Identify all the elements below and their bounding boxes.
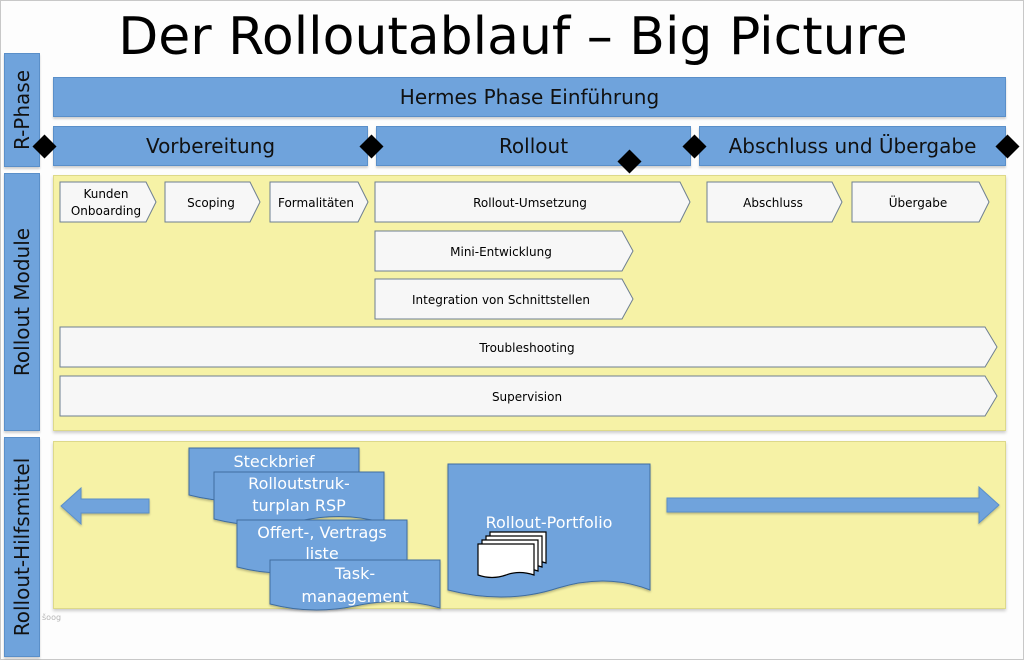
hermes-phase-label: Hermes Phase Einführung	[399, 85, 660, 109]
chevron-formalitaeten-label: Formalitäten	[278, 196, 354, 210]
chevron-rollout-umsetzung-label: Rollout-Umsetzung	[473, 196, 587, 210]
document-offert-label-2: liste	[305, 544, 338, 563]
chevron-uebergabe	[851, 181, 990, 223]
phase-rollout-label: Rollout	[498, 134, 569, 158]
sidebar-rollout-module: Rollout Module	[4, 173, 40, 431]
document-taskmanagement	[269, 559, 441, 611]
document-rsp-label-1: Rolloutstruk-	[248, 474, 350, 493]
document-task-label-2: management	[301, 587, 408, 606]
chevron-formalitaeten	[269, 181, 369, 223]
document-rsp-label-2: turplan RSP	[252, 496, 346, 515]
document-offert-label-1: Offert-, Vertrags	[257, 523, 387, 542]
chevron-kunden-onboarding-label-1: Kunden	[83, 187, 128, 201]
arrow-right-icon	[666, 485, 1000, 525]
phase-vorbereitung: Vorbereitung	[53, 126, 368, 166]
document-task-label-1: Task-	[334, 564, 375, 583]
document-portfolio-label: Rollout-Portfolio	[486, 513, 613, 532]
document-steckbrief-label: Steckbrief	[234, 452, 315, 471]
chevron-kunden-onboarding	[59, 181, 157, 223]
chevron-integration	[374, 278, 634, 320]
chevron-abschluss	[706, 181, 843, 223]
page-title: Der Rolloutablauf – Big Picture	[118, 7, 908, 67]
chevron-troubleshooting-label: Troubleshooting	[478, 341, 574, 355]
watermark: šoog	[42, 613, 62, 622]
chevron-uebergabe-label: Übergabe	[889, 194, 947, 210]
chevron-kunden-onboarding-label-2: Onboarding	[71, 204, 141, 218]
chevron-rollout-umsetzung	[374, 181, 691, 223]
phase-abschluss-label: Abschluss und Übergabe	[728, 134, 977, 158]
chevron-mini-entwicklung-label: Mini-Entwicklung	[450, 245, 552, 259]
hermes-phase-bar: Hermes Phase Einführung	[53, 77, 1006, 117]
chevron-supervision	[59, 375, 998, 417]
sidebar-rollout-hilfsmittel: Rollout-Hilfsmittel	[4, 437, 40, 657]
chevron-troubleshooting	[59, 326, 998, 368]
arrow-left-icon	[60, 486, 150, 526]
stacked-documents-icon	[477, 531, 547, 579]
chevron-supervision-label: Supervision	[492, 390, 562, 404]
chevron-scoping	[164, 181, 261, 223]
chevron-mini-entwicklung	[374, 230, 634, 272]
phase-abschluss-uebergabe: Abschluss und Übergabe	[699, 126, 1006, 166]
chevron-scoping-label: Scoping	[187, 196, 235, 210]
chevron-integration-label: Integration von Schnittstellen	[412, 293, 590, 307]
phase-vorbereitung-label: Vorbereitung	[145, 134, 276, 158]
chevron-abschluss-label: Abschluss	[743, 196, 803, 210]
